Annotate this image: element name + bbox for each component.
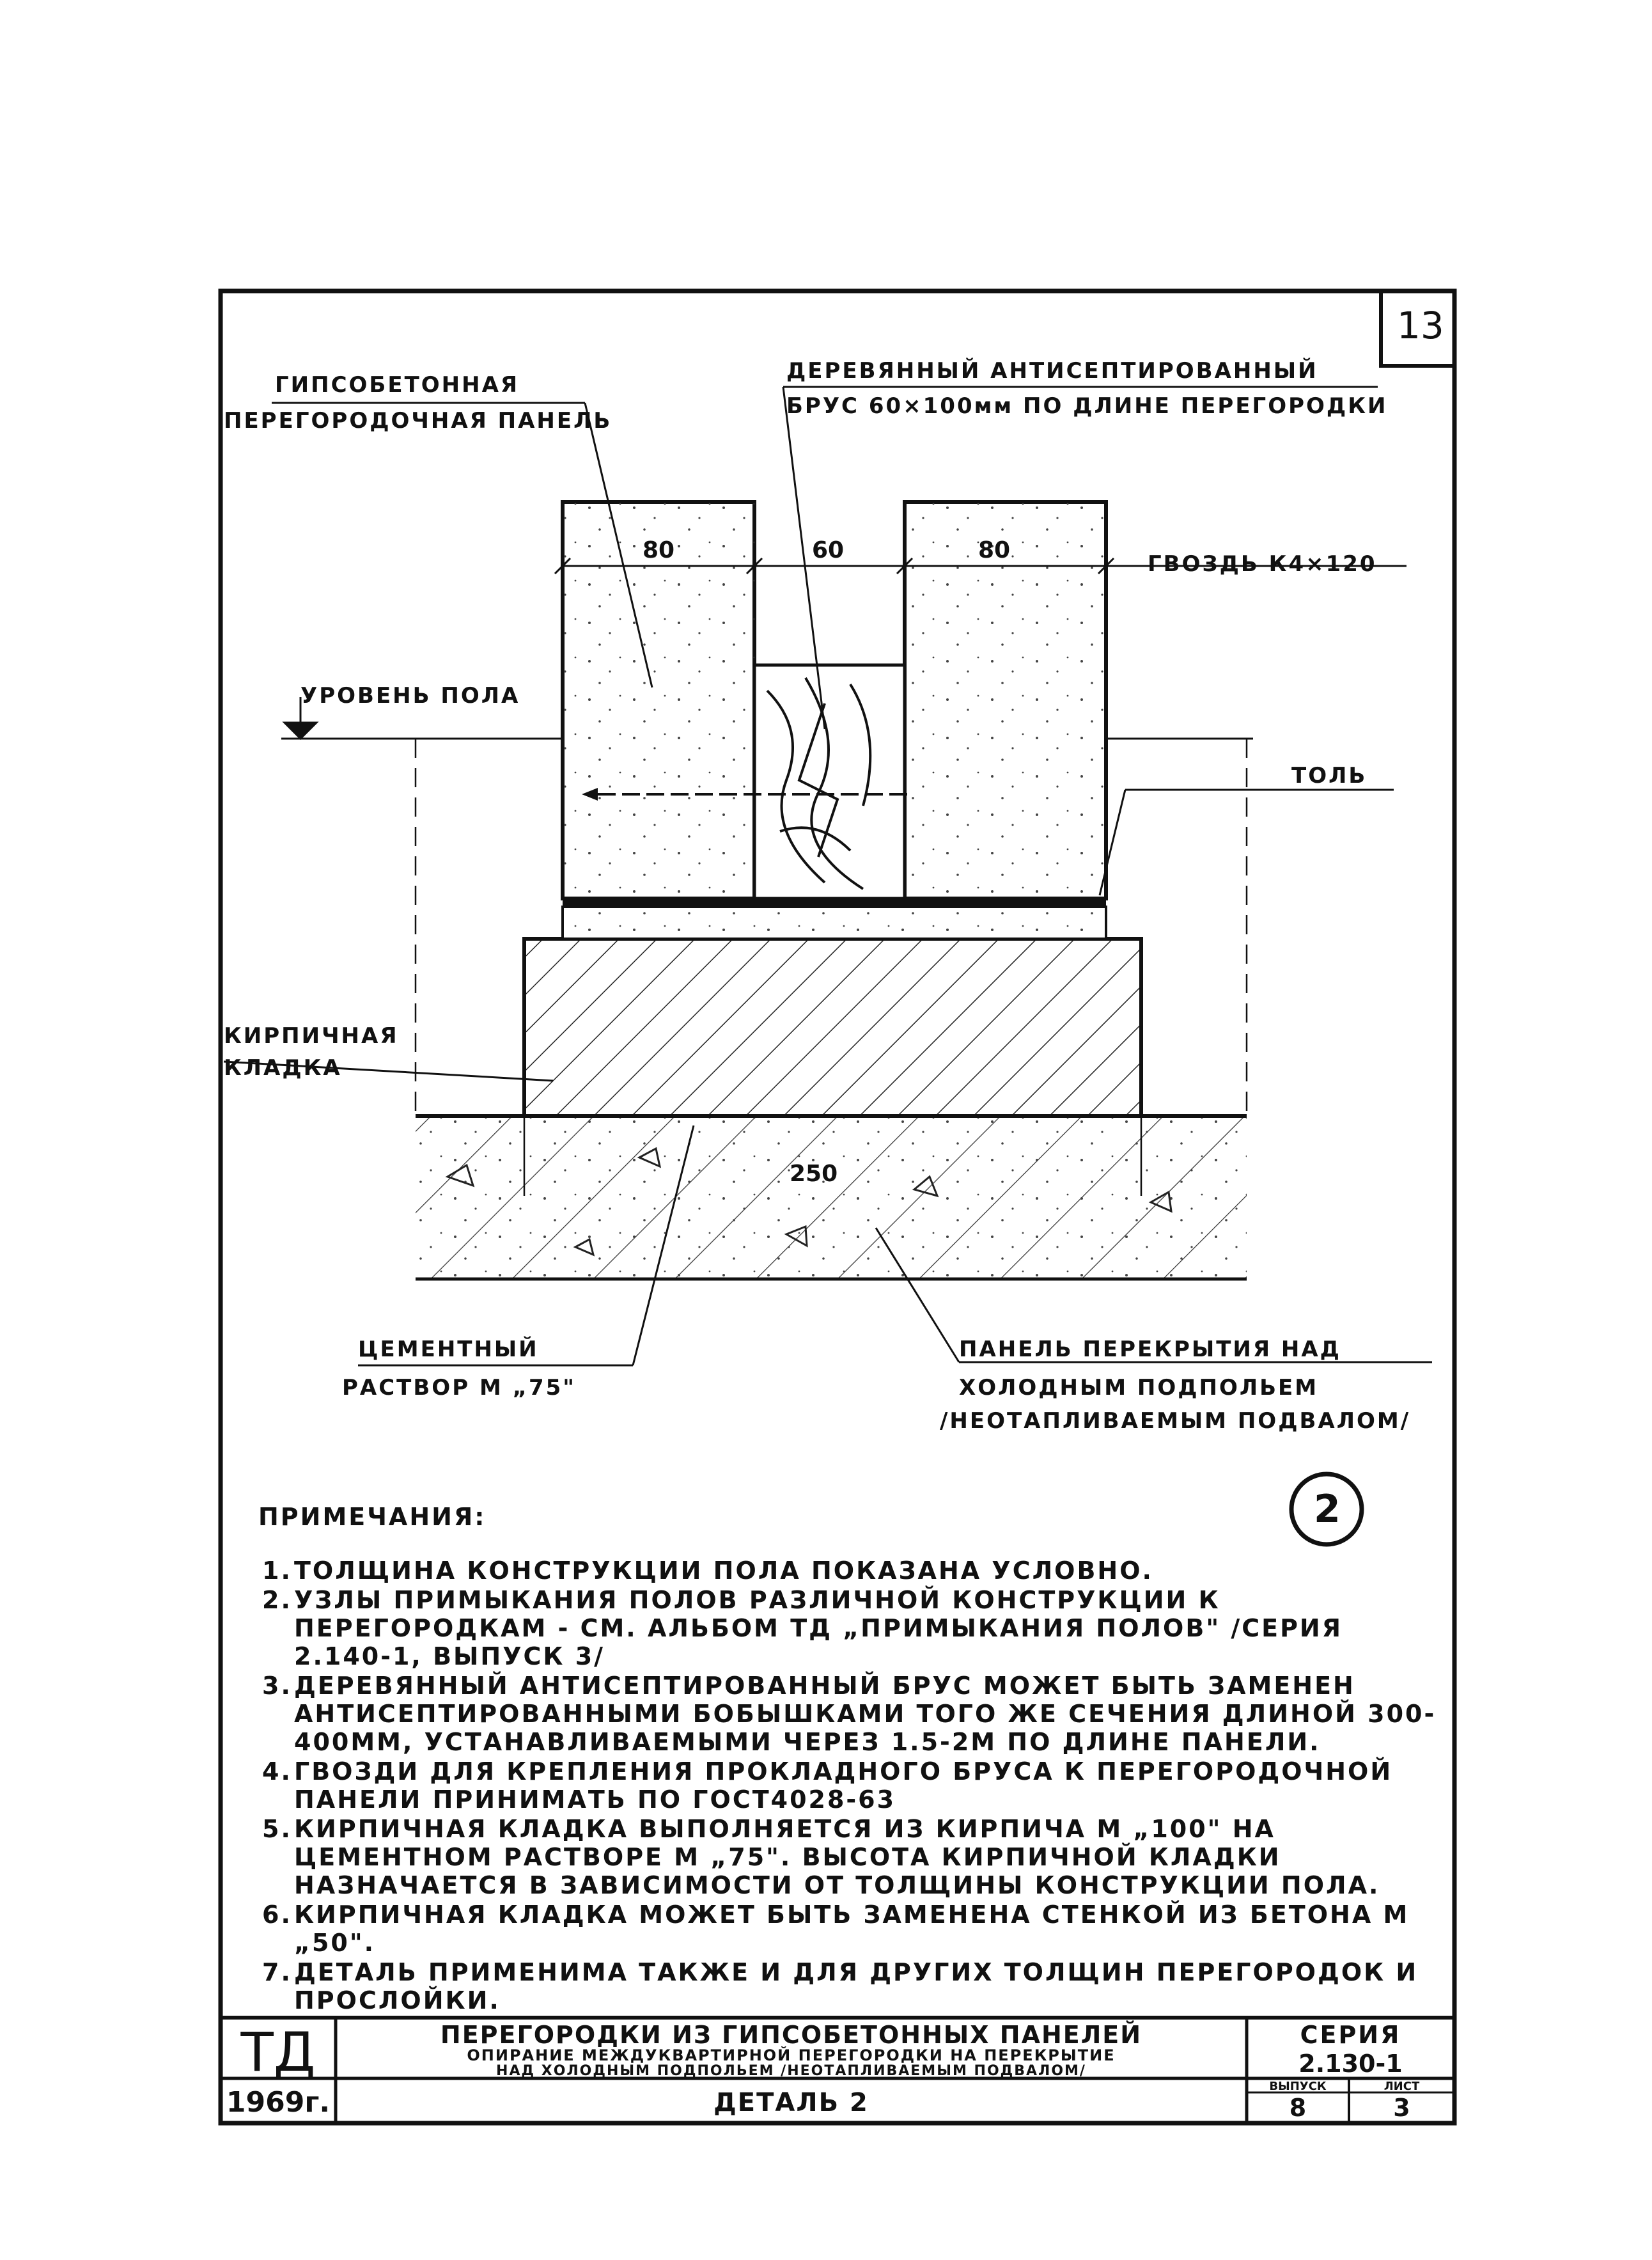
dim-right-panel: 80 xyxy=(978,537,1011,563)
note-text: КИРПИЧНАЯ КЛАДКА МОЖЕТ БЫТЬ ЗАМЕНЕНА СТЕ… xyxy=(294,1901,1410,1957)
tb-detail: ДЕТАЛЬ 2 xyxy=(713,2088,869,2117)
note-item: 7.ДЕТАЛЬ ПРИМЕНИМА ТАКЖЕ И ДЛЯ ДРУГИХ ТО… xyxy=(262,1958,1445,2014)
tb-series-value: 2.130-1 xyxy=(1298,2050,1403,2078)
notes-section: ПРИМЕЧАНИЯ: 1.ТОЛЩИНА КОНСТРУКЦИИ ПОЛА П… xyxy=(258,1503,1445,2016)
tb-org: ТД xyxy=(240,2021,316,2083)
label-tol: ТОЛЬ xyxy=(1291,763,1368,789)
note-number: 5. xyxy=(262,1815,292,1843)
note-item: 4.ГВОЗДИ ДЛЯ КРЕПЛЕНИЯ ПРОКЛАДНОГО БРУСА… xyxy=(262,1757,1445,1814)
label-slab-2: ХОЛОДНЫМ ПОДПОЛЬЕМ xyxy=(959,1375,1319,1401)
note-text: ТОЛЩИНА КОНСТРУКЦИИ ПОЛА ПОКАЗАНА УСЛОВН… xyxy=(294,1557,1153,1585)
notes-list: 1.ТОЛЩИНА КОНСТРУКЦИИ ПОЛА ПОКАЗАНА УСЛО… xyxy=(262,1557,1445,2014)
label-timber-1: ДЕРЕВЯННЫЙ АНТИСЕПТИРОВАННЫЙ xyxy=(786,358,1318,384)
tb-issue-label: ВЫПУСК xyxy=(1269,2080,1327,2093)
sheet-frame xyxy=(218,288,1457,2126)
note-item: 3.ДЕРЕВЯННЫЙ АНТИСЕПТИРОВАННЫЙ БРУС МОЖЕ… xyxy=(262,1672,1445,1756)
note-item: 1.ТОЛЩИНА КОНСТРУКЦИИ ПОЛА ПОКАЗАНА УСЛО… xyxy=(262,1557,1445,1585)
detail-marker-circle xyxy=(1289,1471,1364,1547)
sheet-corner-number: 13 xyxy=(1397,304,1444,347)
tb-year: 1969г. xyxy=(226,2086,331,2119)
label-slab-3: /НЕОТАПЛИВАЕМЫМ ПОДВАЛОМ/ xyxy=(940,1408,1411,1434)
label-brick-1: КИРПИЧНАЯ xyxy=(224,1023,399,1049)
dim-left-panel: 80 xyxy=(643,537,675,563)
label-slab-1: ПАНЕЛЬ ПЕРЕКРЫТИЯ НАД xyxy=(959,1337,1341,1362)
label-mortar-1: ЦЕМЕНТНЫЙ xyxy=(358,1337,539,1362)
note-number: 4. xyxy=(262,1757,292,1785)
cement-mortar-layer xyxy=(561,906,1107,940)
note-text: ДЕРЕВЯННЫЙ АНТИСЕПТИРОВАННЫЙ БРУС МОЖЕТ … xyxy=(294,1672,1437,1756)
leader-lines xyxy=(223,386,1432,1367)
note-item: 5.КИРПИЧНАЯ КЛАДКА ВЫПОЛНЯЕТСЯ ИЗ КИРПИЧ… xyxy=(262,1815,1445,1899)
dim-base-width: 250 xyxy=(790,1161,838,1187)
tb-sheet-label: ЛИСТ xyxy=(1383,2080,1420,2093)
note-item: 2.УЗЛЫ ПРИМЫКАНИЯ ПОЛОВ РАЗЛИЧНОЙ КОНСТР… xyxy=(262,1586,1445,1670)
note-text: КИРПИЧНАЯ КЛАДКА ВЫПОЛНЯЕТСЯ ИЗ КИРПИЧА … xyxy=(294,1815,1380,1899)
note-number: 3. xyxy=(262,1672,292,1700)
label-floor-level: УРОВЕНЬ ПОЛА xyxy=(300,683,520,709)
note-text: ГВОЗДИ ДЛЯ КРЕПЛЕНИЯ ПРОКЛАДНОГО БРУСА К… xyxy=(294,1757,1393,1814)
note-number: 1. xyxy=(262,1557,292,1585)
label-gypsum-panel-2: ПЕРЕГОРОДОЧНАЯ ПАНЕЛЬ xyxy=(224,408,612,434)
note-number: 7. xyxy=(262,1958,292,1986)
label-nail: ГВОЗДЬ К4×120 xyxy=(1148,551,1377,577)
tb-sheet-value: 3 xyxy=(1393,2094,1410,2122)
floor-slab xyxy=(416,1114,1247,1281)
brick-masonry xyxy=(522,937,1143,1118)
label-timber-2: БРУС 60×100мм ПО ДЛИНЕ ПЕРЕГОРОДКИ xyxy=(786,393,1388,419)
notes-heading: ПРИМЕЧАНИЯ: xyxy=(258,1503,487,1531)
label-gypsum-panel-1: ГИПСОБЕТОННАЯ xyxy=(275,372,520,398)
title-block-frame xyxy=(221,2016,1454,2123)
note-number: 6. xyxy=(262,1901,292,1929)
corner-number-box xyxy=(1379,291,1454,368)
note-text: ДЕТАЛЬ ПРИМЕНИМА ТАКЖЕ И ДЛЯ ДРУГИХ ТОЛЩ… xyxy=(294,1958,1419,2014)
tb-series-label: СЕРИЯ xyxy=(1300,2021,1401,2049)
label-brick-2: КЛАДКА xyxy=(224,1055,342,1081)
detail-marker-number: 2 xyxy=(1314,1487,1341,1532)
tb-title-3: НАД ХОЛОДНЫМ ПОДПОЛЬЕМ /НЕОТАПЛИВАЕМЫМ П… xyxy=(496,2063,1086,2079)
tb-issue-value: 8 xyxy=(1289,2094,1307,2122)
label-mortar-2: РАСТВОР М „75" xyxy=(342,1375,576,1401)
tb-title-1: ПЕРЕГОРОДКИ ИЗ ГИПСОБЕТОННЫХ ПАНЕЛЕЙ xyxy=(440,2021,1142,2049)
dim-timber: 60 xyxy=(812,537,845,563)
note-number: 2. xyxy=(262,1586,292,1614)
note-item: 6.КИРПИЧНАЯ КЛАДКА МОЖЕТ БЫТЬ ЗАМЕНЕНА С… xyxy=(262,1901,1445,1957)
tb-title-2: ОПИРАНИЕ МЕЖДУКВАРТИРНОЙ ПЕРЕГОРОДКИ НА … xyxy=(467,2046,1116,2064)
note-text: УЗЛЫ ПРИМЫКАНИЯ ПОЛОВ РАЗЛИЧНОЙ КОНСТРУК… xyxy=(294,1586,1343,1670)
partition-section xyxy=(561,500,1108,900)
